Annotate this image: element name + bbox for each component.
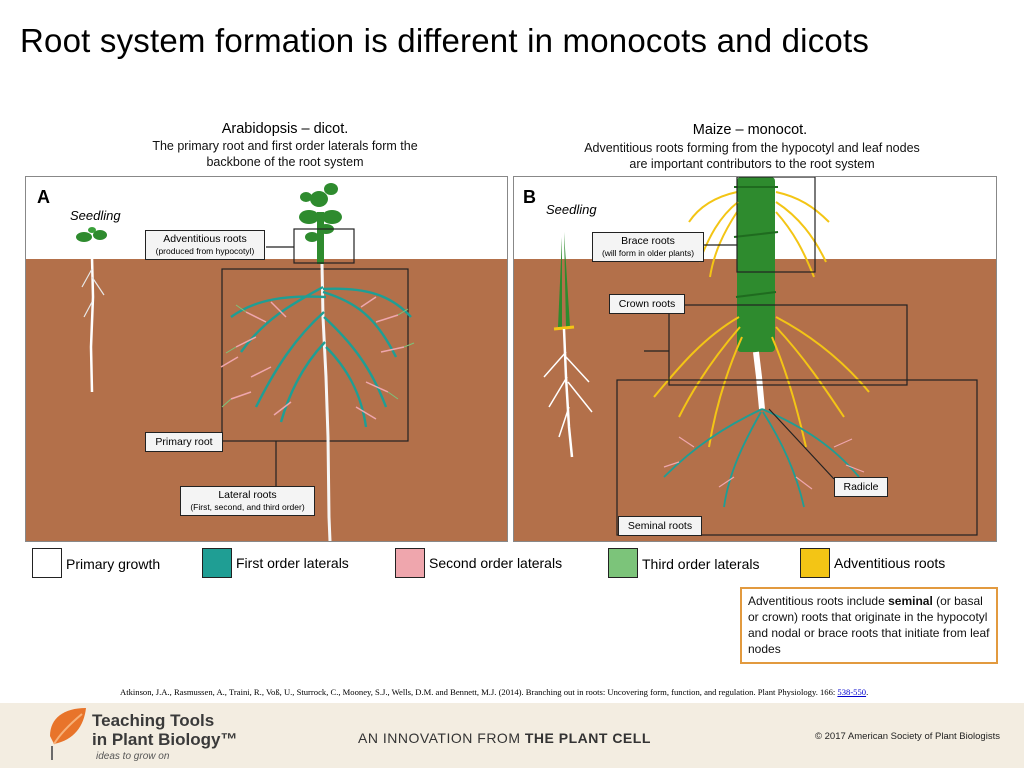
third-order-laterals xyxy=(221,304,415,408)
callout-lateral-sub: (First, second, and third order) xyxy=(190,502,305,512)
legend-label-first-order: First order laterals xyxy=(236,555,349,571)
logo-line-1: Teaching Tools xyxy=(92,711,215,730)
innovation-pre: AN INNOVATION FROM xyxy=(358,730,525,746)
callout-radicle: Radicle xyxy=(834,477,888,497)
second-order-laterals xyxy=(220,296,405,420)
legend-swatch-adventitious xyxy=(800,548,830,578)
copyright: © 2017 American Society of Plant Biologi… xyxy=(815,731,1000,742)
legend-label-primary-growth: Primary growth xyxy=(66,556,161,572)
maize-seedling xyxy=(543,232,593,458)
callout-adventitious-title: Adventitious roots xyxy=(163,233,247,245)
right-panel-heading: Maize – monocot. xyxy=(692,122,808,138)
footer-bar xyxy=(0,703,1024,768)
figure-a-letter: A xyxy=(37,187,50,207)
legend-swatch-first-order xyxy=(202,548,232,578)
callout-brace-roots: Brace roots (will form in older plants) xyxy=(592,232,704,262)
radicle-root xyxy=(753,351,765,410)
primary-root xyxy=(320,263,332,541)
legend-label-third-order: Third order laterals xyxy=(642,556,760,572)
note-text-post: (or basal or crown) roots that originate… xyxy=(748,594,990,656)
citation-link[interactable]: 538-550 xyxy=(837,687,867,697)
legend: Primary growth First order laterals Seco… xyxy=(32,548,1012,580)
adventitious-note: Adventitious roots include seminal (or b… xyxy=(740,587,998,664)
citation: Atkinson, J.A., Rasmussen, A., Traini, R… xyxy=(120,687,868,697)
logo-line-2: in Plant Biology™ xyxy=(92,730,238,749)
arabidopsis-seedling xyxy=(76,227,107,393)
note-text-bold: seminal xyxy=(888,594,933,608)
note-text-pre: Adventitious roots include xyxy=(748,594,889,608)
innovation-bold: THE PLANT CELL xyxy=(524,730,651,746)
callout-adventitious-sub: (produced from hypocotyl) xyxy=(155,246,255,256)
callout-crown-roots: Crown roots xyxy=(609,294,685,314)
callout-brace-sub: (will form in older plants) xyxy=(601,248,695,258)
left-panel-description: The primary root and first order lateral… xyxy=(152,139,418,169)
legend-label-second-order: Second order laterals xyxy=(429,555,563,571)
arabidopsis-shoot xyxy=(299,183,342,264)
callout-primary-root: Primary root xyxy=(145,432,223,452)
figure-b-drawing xyxy=(514,177,996,541)
first-order-laterals xyxy=(230,285,412,428)
callout-adventitious-roots-a: Adventitious roots (produced from hypoco… xyxy=(145,230,265,260)
seminal-second-order xyxy=(663,436,865,490)
figure-b-letter: B xyxy=(523,187,536,207)
logo-text: Teaching Tools in Plant Biology™ xyxy=(92,711,237,749)
legend-swatch-second-order xyxy=(395,548,425,578)
callout-lateral-title: Lateral roots xyxy=(218,489,277,501)
adventitious-roots xyxy=(653,191,870,448)
left-panel-heading: Arabidopsis – dicot. xyxy=(221,121,349,137)
legend-label-adventitious: Adventitious roots xyxy=(834,555,946,571)
callout-seminal-roots: Seminal roots xyxy=(618,516,702,536)
figure-a-seedling-label: Seedling xyxy=(70,208,121,223)
figure-b-seedling-label: Seedling xyxy=(546,202,597,217)
legend-swatch-third-order xyxy=(608,548,638,578)
callout-brace-title: Brace roots xyxy=(621,235,675,247)
innovation-text: AN INNOVATION FROM THE PLANT CELL xyxy=(358,730,651,746)
maize-stalk xyxy=(737,177,775,352)
leaf-logo-icon xyxy=(50,708,86,760)
slide-title: Root system formation is different in mo… xyxy=(20,22,870,59)
figure-b-maize xyxy=(513,176,997,542)
legend-swatch-primary-growth xyxy=(32,548,62,578)
logo-tagline: ideas to grow on xyxy=(96,751,170,762)
seminal-laterals xyxy=(663,408,860,508)
right-panel-description: Adventitious roots forming from the hypo… xyxy=(584,141,920,171)
callout-lateral-roots: Lateral roots (First, second, and third … xyxy=(180,486,315,516)
citation-end: . xyxy=(866,687,869,697)
citation-text: Atkinson, J.A., Rasmussen, A., Traini, R… xyxy=(120,687,838,697)
